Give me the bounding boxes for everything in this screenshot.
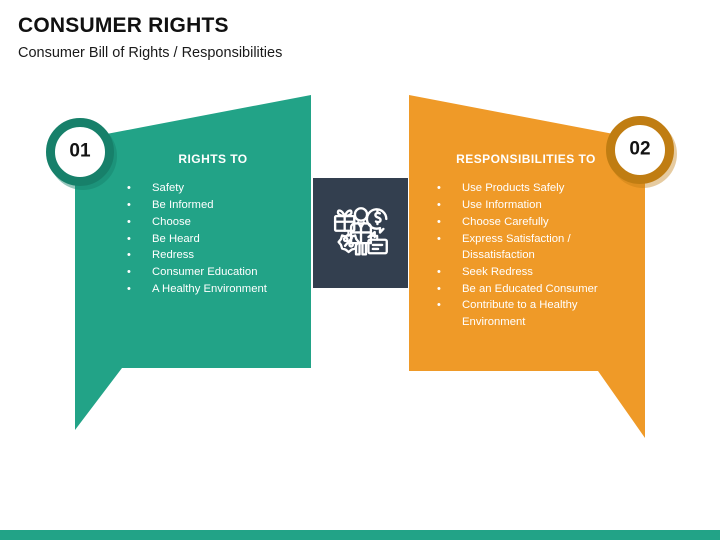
list-item: Be Informed <box>118 197 308 214</box>
list-item: Redress <box>118 247 308 264</box>
header: CONSUMER RIGHTS Consumer Bill of Rights … <box>18 14 678 63</box>
center-icon-tile <box>313 178 408 288</box>
responsibilities-list: Use Products Safely Use Information Choo… <box>428 180 624 330</box>
list-item: Choose <box>118 214 308 231</box>
list-item: Express Satisfaction / Dissatisfaction <box>428 231 624 264</box>
badge-01: 01 <box>46 118 114 186</box>
page-subtitle: Consumer Bill of Rights / Responsibiliti… <box>18 45 283 62</box>
page-title: CONSUMER RIGHTS <box>18 14 229 37</box>
responsibilities-panel-heading: RESPONSIBILITIES TO <box>456 152 596 166</box>
consumer-shopping-icon <box>333 207 388 256</box>
rights-panel-heading: RIGHTS TO <box>178 152 248 166</box>
badge-02: 02 <box>606 116 674 184</box>
dollar-circle-icon <box>365 208 387 234</box>
list-item: Use Information <box>428 197 624 214</box>
list-item: Contribute to a Healthy Environment <box>428 297 624 330</box>
list-item: A Healthy Environment <box>118 281 308 298</box>
bottom-accent-bar <box>0 530 720 540</box>
rights-list: Safety Be Informed Choose Be Heard Redre… <box>118 180 308 297</box>
connector-lines <box>346 230 378 241</box>
list-item: Consumer Education <box>118 264 308 281</box>
list-item: Be Heard <box>118 231 308 248</box>
rights-panel-content: RIGHTS TO Safety Be Informed Choose Be H… <box>118 152 308 297</box>
list-item: Use Products Safely <box>428 180 624 197</box>
list-item: Seek Redress <box>428 264 624 281</box>
list-item: Be an Educated Consumer <box>428 281 624 298</box>
percent-badge-icon <box>336 233 360 254</box>
badge-02-label: 02 <box>629 138 651 160</box>
badge-01-label: 01 <box>69 140 91 162</box>
list-item: Safety <box>118 180 308 197</box>
list-item: Choose Carefully <box>428 214 624 231</box>
responsibilities-panel-content: RESPONSIBILITIES TO Use Products Safely … <box>428 152 624 331</box>
